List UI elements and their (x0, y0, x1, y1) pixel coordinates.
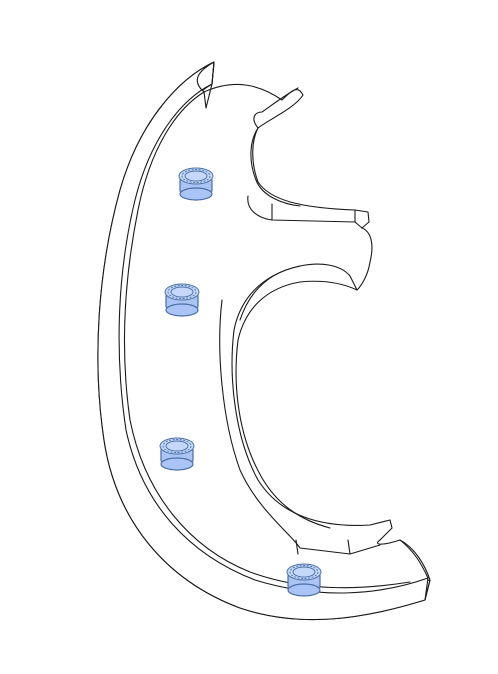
insert-1 (178, 167, 214, 201)
bracket-face (97, 61, 429, 621)
inner-channel (219, 265, 381, 555)
insert-4 (286, 563, 322, 597)
insert-2-top (164, 283, 200, 301)
insert-1-top (178, 167, 214, 185)
top-notch-edge (203, 61, 215, 109)
upper-slot (247, 87, 363, 229)
insert-2 (164, 283, 200, 317)
bottom-tip (399, 539, 431, 601)
insert-3 (159, 437, 195, 471)
insert-3-top (159, 437, 195, 455)
insert-4-top (286, 563, 322, 581)
